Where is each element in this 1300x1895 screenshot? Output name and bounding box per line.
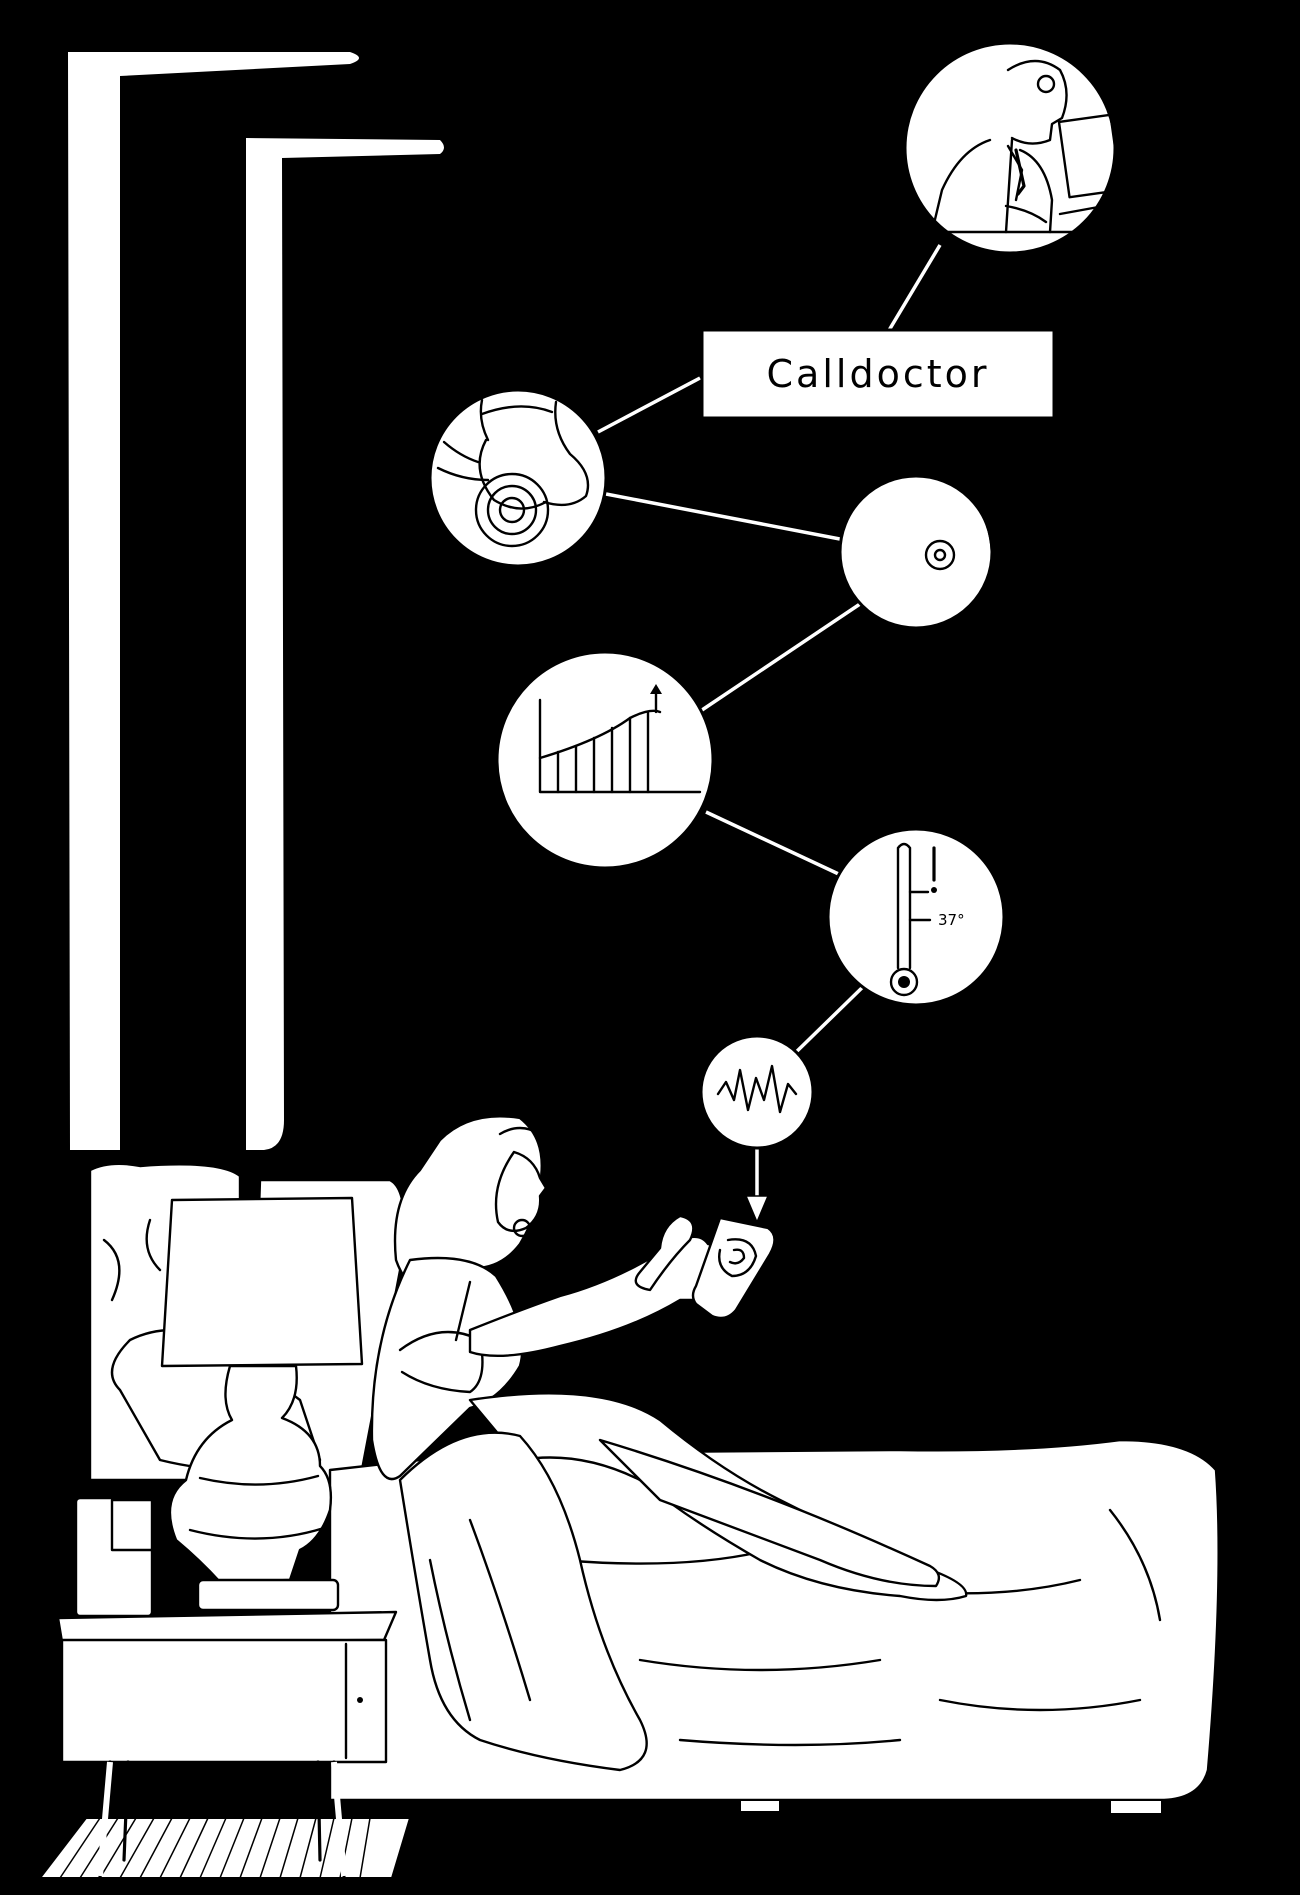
doctor-at-computer-icon xyxy=(903,41,1123,255)
table-lamp xyxy=(160,1196,364,1612)
window-frame xyxy=(68,52,444,1150)
breast-self-exam-icon xyxy=(428,388,608,568)
nightstand xyxy=(56,1610,398,1878)
alarm-clock xyxy=(74,1496,154,1618)
woman-figure xyxy=(370,1115,968,1772)
call-doctor-label: Calldoctor xyxy=(700,328,1056,420)
connector-lines xyxy=(597,244,942,1224)
svg-text:37°: 37° xyxy=(938,911,965,929)
heartbeat-waveform-icon xyxy=(699,1034,815,1150)
thermometer-icon: 37° xyxy=(826,827,1006,1007)
floor-rug xyxy=(37,1817,412,1879)
rising-curve-graph-icon xyxy=(495,650,715,870)
svg-text:Calldoctor: Calldoctor xyxy=(767,352,990,396)
breast-closeup-icon xyxy=(838,474,994,630)
handheld-device-icon xyxy=(691,1216,776,1320)
